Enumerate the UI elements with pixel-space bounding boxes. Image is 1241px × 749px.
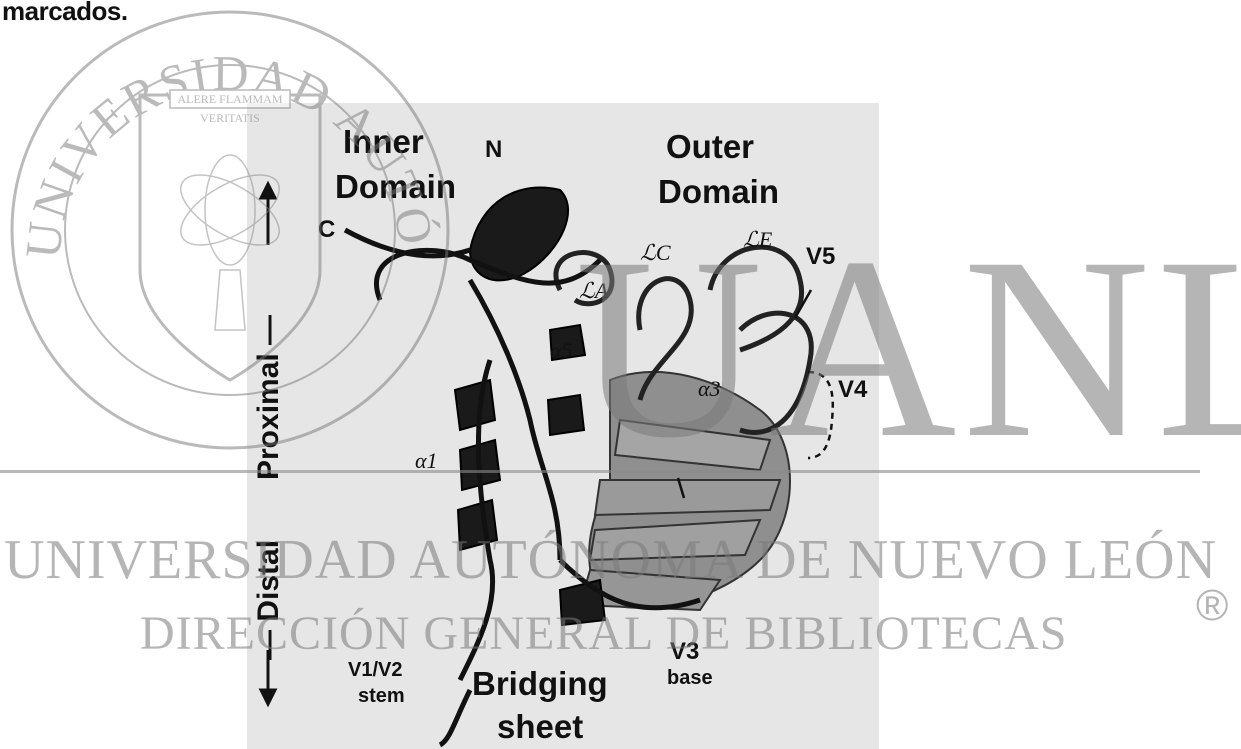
seal-motto-line1: ALERE FLAMMAM xyxy=(177,92,282,106)
bridging-sheet-label-line1: Bridging xyxy=(472,667,608,700)
alpha5-label: α5 xyxy=(550,340,573,362)
university-seal-watermark: UNIVERSIDAD AUTÓNOMA DE NUEVO LEÓN ALERE… xyxy=(0,0,460,460)
watermark-rule xyxy=(0,470,1200,473)
svg-text:UNIVERSIDAD AUTÓNOMA DE NUEVO: UNIVERSIDAD AUTÓNOMA DE NUEVO LEÓN xyxy=(0,0,445,261)
uanl-watermark: UANL xyxy=(575,218,1241,478)
outer-domain-label-line1: Outer xyxy=(666,130,754,163)
registered-mark: ® xyxy=(1196,584,1228,628)
bridging-sheet-label-line2: sheet xyxy=(497,710,583,743)
v1v2-label-line2: stem xyxy=(358,686,405,706)
v3-base-label-line2: base xyxy=(667,668,713,688)
seal-arc-text: UNIVERSIDAD AUTÓNOMA DE NUEVO LEÓN xyxy=(0,0,445,261)
v1v2-label-line1: V1/V2 xyxy=(348,660,402,680)
watermark-university-name: UNIVERSIDAD AUTÓNOMA DE NUEVO LEÓN xyxy=(4,532,1217,588)
seal-motto-line2: VERITATIS xyxy=(200,111,260,125)
n-terminus-label: N xyxy=(485,138,502,162)
watermark-library-name: DIRECCIÓN GENERAL DE BIBLIOTECAS xyxy=(140,610,1068,658)
